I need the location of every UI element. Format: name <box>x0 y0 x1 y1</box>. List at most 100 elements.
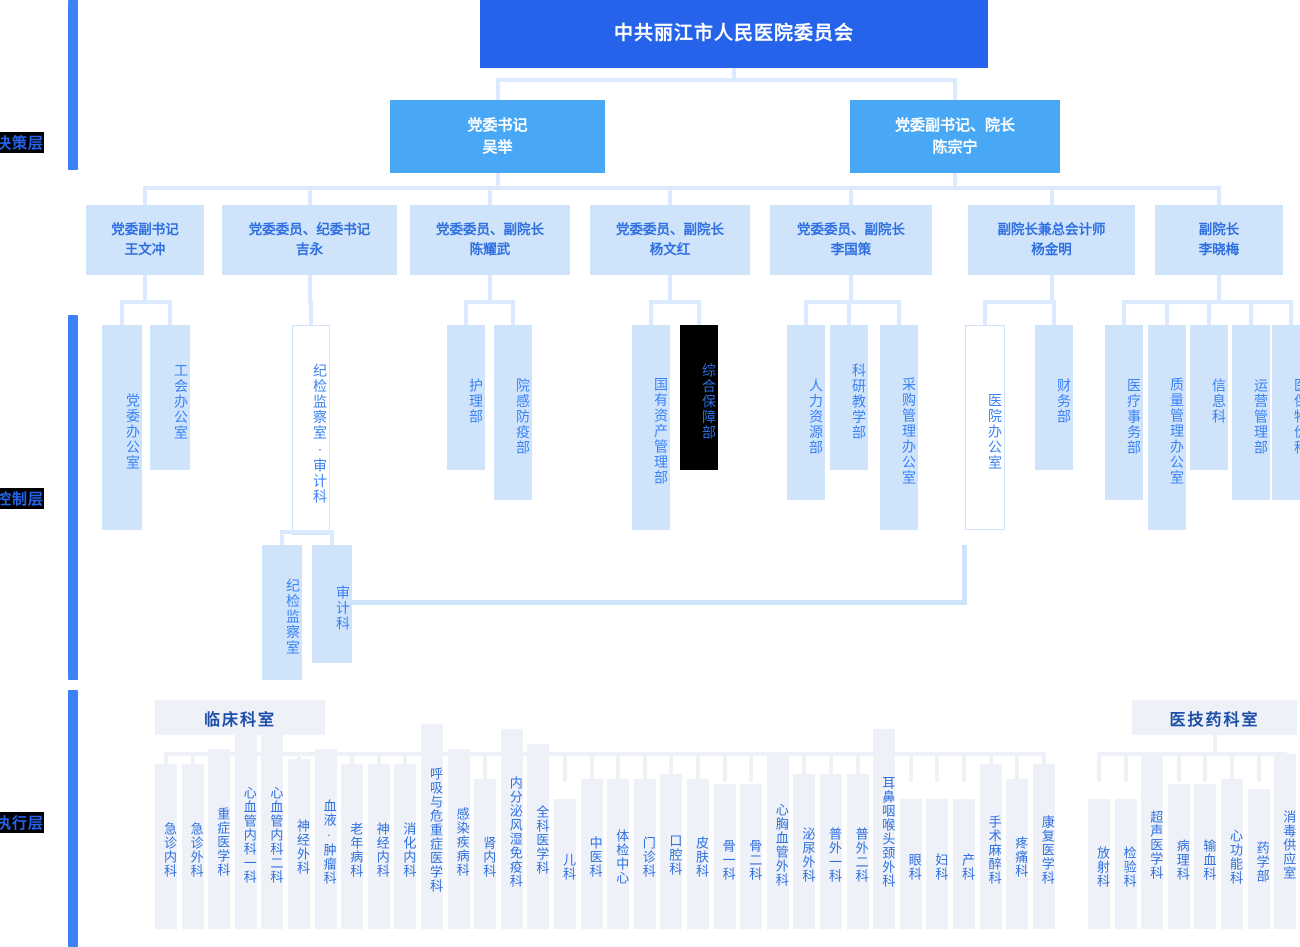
department-node-12[interactable]: 医疗事务部 <box>1105 325 1143 500</box>
clinical-node-11[interactable]: 感染疾病科 <box>447 749 470 929</box>
connector-line <box>1176 752 1181 782</box>
clinical-node-25[interactable]: 普外一科 <box>820 774 842 929</box>
department-node-10[interactable]: 医院办公室 <box>965 325 1005 530</box>
clinical-node-21[interactable]: 骨一科 <box>713 784 736 929</box>
clinical-node-16[interactable]: 中医科 <box>580 779 603 929</box>
clinical-node-1[interactable]: 急诊外科 <box>181 764 204 929</box>
connector-line <box>1217 275 1221 304</box>
department-node-5[interactable]: 国有资产管理部 <box>632 325 670 530</box>
department-node-6[interactable]: 综合保障部 <box>680 325 718 470</box>
level2-name: 陈宗宁 <box>932 138 978 156</box>
clinical-node-18[interactable]: 门诊科 <box>633 779 656 929</box>
clinical-node-24[interactable]: 泌尿外科 <box>793 774 816 929</box>
department-node-2[interactable]: 纪检监察室·审计科 <box>292 325 330 535</box>
medtech-node-0[interactable]: 放射科 <box>1088 799 1110 929</box>
connector-line <box>847 300 851 325</box>
clinical-node-0[interactable]: 急诊内科 <box>155 764 177 929</box>
clinical-node-19[interactable]: 口腔科 <box>660 774 683 929</box>
connector-line <box>649 300 701 304</box>
connector-line <box>697 300 701 325</box>
clinical-node-9[interactable]: 消化内科 <box>394 764 417 929</box>
clinical-node-5[interactable]: 神经外科 <box>288 759 310 929</box>
level3-node-4[interactable]: 党委委员、副院长李国策 <box>770 205 932 275</box>
clinical-node-7[interactable]: 老年病科 <box>341 764 364 929</box>
department-node-11[interactable]: 财务部 <box>1035 325 1073 470</box>
connector-line <box>120 300 124 325</box>
root-node[interactable]: 中共丽江市人民医院委员会 <box>480 0 988 68</box>
level3-node-5[interactable]: 副院长兼总会计师杨金明 <box>968 205 1135 275</box>
connector-line <box>1122 300 1126 325</box>
department-node-3[interactable]: 护理部 <box>447 325 485 470</box>
connector-line <box>1097 752 1101 782</box>
level3-title: 党委委员、副院长 <box>436 222 544 238</box>
level3-node-0[interactable]: 党委副书记王文冲 <box>86 205 204 275</box>
layer-label-execution: 执行层 <box>0 812 45 833</box>
department-node-7[interactable]: 人力资源部 <box>787 325 825 500</box>
clinical-node-15[interactable]: 儿科 <box>554 799 576 929</box>
department-node-9[interactable]: 采购管理办公室 <box>880 325 918 530</box>
department-node-13[interactable]: 质量管理办公室 <box>1148 325 1186 530</box>
sub-department-node-1[interactable]: 审计科 <box>312 545 352 663</box>
clinical-node-29[interactable]: 妇科 <box>926 799 949 929</box>
clinical-header[interactable]: 临床科室 <box>155 700 325 735</box>
clinical-node-26[interactable]: 普外二科 <box>846 774 869 929</box>
level2-node-0[interactable]: 党委书记吴举 <box>390 100 605 173</box>
connector-line <box>1207 300 1211 325</box>
clinical-node-20[interactable]: 皮肤科 <box>687 779 709 929</box>
clinical-node-6[interactable]: 血液·肿瘤科 <box>314 749 337 929</box>
department-node-4[interactable]: 院感防疫部 <box>494 325 532 500</box>
connector-line <box>495 78 500 100</box>
sub-department-node-0[interactable]: 纪检监察室 <box>262 545 302 680</box>
clinical-node-30[interactable]: 产科 <box>953 799 975 929</box>
level3-node-6[interactable]: 副院长李晓梅 <box>1155 205 1283 275</box>
department-node-14[interactable]: 信息科 <box>1190 325 1228 470</box>
clinical-node-10[interactable]: 呼吸与危重症医学科 <box>421 724 443 929</box>
department-node-1[interactable]: 工会办公室 <box>150 325 190 470</box>
clinical-node-17[interactable]: 体检中心 <box>607 779 630 929</box>
clinical-node-27[interactable]: 耳鼻咽喉头颈外科 <box>873 729 896 929</box>
clinical-node-28[interactable]: 眼科 <box>899 799 922 929</box>
connector-line <box>511 300 515 325</box>
clinical-node-13[interactable]: 内分泌风湿免疫科 <box>500 729 523 929</box>
connector-line <box>330 530 334 545</box>
level3-node-2[interactable]: 党委委员、副院长陈耀武 <box>410 205 570 275</box>
connector-line <box>849 186 853 205</box>
connector-line <box>829 752 833 782</box>
level3-name: 王文冲 <box>124 242 166 257</box>
level2-node-1[interactable]: 党委副书记、院长陈宗宁 <box>850 100 1060 173</box>
medtech-node-4[interactable]: 输血科 <box>1194 784 1217 929</box>
clinical-node-14[interactable]: 全科医学科 <box>527 744 550 929</box>
audit-link-riser <box>962 545 967 605</box>
department-node-16[interactable]: 医保物价科 <box>1272 325 1300 500</box>
clinical-node-2[interactable]: 重症医学科 <box>208 749 231 929</box>
connector-line <box>1049 186 1054 205</box>
department-node-15[interactable]: 运营管理部 <box>1232 325 1270 500</box>
clinical-node-32[interactable]: 疼痛科 <box>1006 779 1029 929</box>
level3-node-1[interactable]: 党委委员、纪委书记吉永 <box>222 205 397 275</box>
clinical-node-8[interactable]: 神经内科 <box>367 764 390 929</box>
level3-node-3[interactable]: 党委委员、副院长杨文红 <box>590 205 750 275</box>
connector-line <box>616 752 621 782</box>
clinical-node-22[interactable]: 骨二科 <box>740 784 763 929</box>
clinical-node-12[interactable]: 肾内科 <box>474 779 497 929</box>
medtech-header[interactable]: 医技药科室 <box>1132 700 1297 735</box>
medtech-node-5[interactable]: 心功能科 <box>1221 779 1243 929</box>
medtech-node-3[interactable]: 病理科 <box>1167 784 1190 929</box>
department-node-8[interactable]: 科研教学部 <box>830 325 868 470</box>
connector-line <box>168 300 172 325</box>
connector-line <box>953 173 957 190</box>
level3-name: 李晓梅 <box>1198 242 1240 257</box>
clinical-node-31[interactable]: 手术麻醉科 <box>979 764 1002 929</box>
medtech-node-7[interactable]: 消毒供应室 <box>1274 754 1297 929</box>
clinical-node-4[interactable]: 心血管内科二科 <box>261 734 284 929</box>
clinical-node-3[interactable]: 心血管内科一科 <box>234 734 257 929</box>
department-node-0[interactable]: 党委办公室 <box>102 325 142 530</box>
medtech-node-2[interactable]: 超声医学科 <box>1141 754 1164 929</box>
clinical-node-23[interactable]: 心胸血管外科 <box>766 754 789 929</box>
medtech-node-6[interactable]: 药学部 <box>1247 789 1270 929</box>
connector-line <box>696 752 700 782</box>
clinical-node-33[interactable]: 康复医学科 <box>1032 764 1055 929</box>
connector-line <box>732 68 736 80</box>
medtech-node-1[interactable]: 检验科 <box>1114 799 1137 929</box>
